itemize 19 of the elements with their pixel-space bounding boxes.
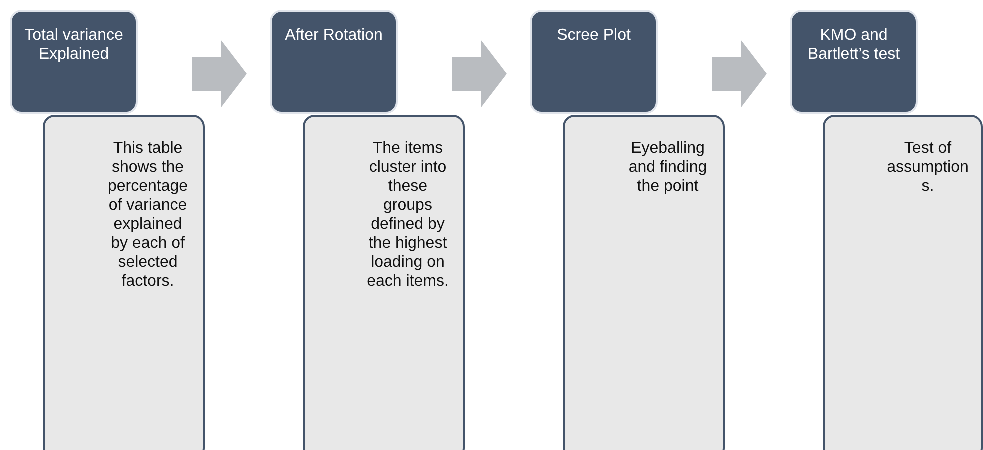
block-arrow — [192, 40, 247, 108]
step-title-box — [10, 10, 138, 114]
step-title-box — [270, 10, 398, 114]
step-description: Eyeballing and finding the point — [628, 139, 708, 196]
block-arrow — [452, 40, 507, 108]
block-arrow — [712, 40, 767, 108]
step-title: KMO and Bartlett’s test — [806, 26, 902, 64]
step-description-box — [43, 115, 205, 450]
step-title-box — [790, 10, 918, 114]
step-title-box — [530, 10, 658, 114]
step-description-box — [303, 115, 465, 450]
step-description: This table shows the percentage of variance explained by each of selected factors. — [106, 139, 190, 291]
step-title: Total variance Explained — [24, 26, 124, 64]
step-description: The items cluster into these groups defined by the highest loading on each items. — [366, 139, 450, 291]
step-description-box — [563, 115, 725, 450]
step-title: After Rotation — [284, 26, 384, 45]
step-description-box — [823, 115, 983, 450]
step-title: Scree Plot — [556, 26, 632, 45]
step-description: Test of assumptions. — [886, 139, 970, 196]
